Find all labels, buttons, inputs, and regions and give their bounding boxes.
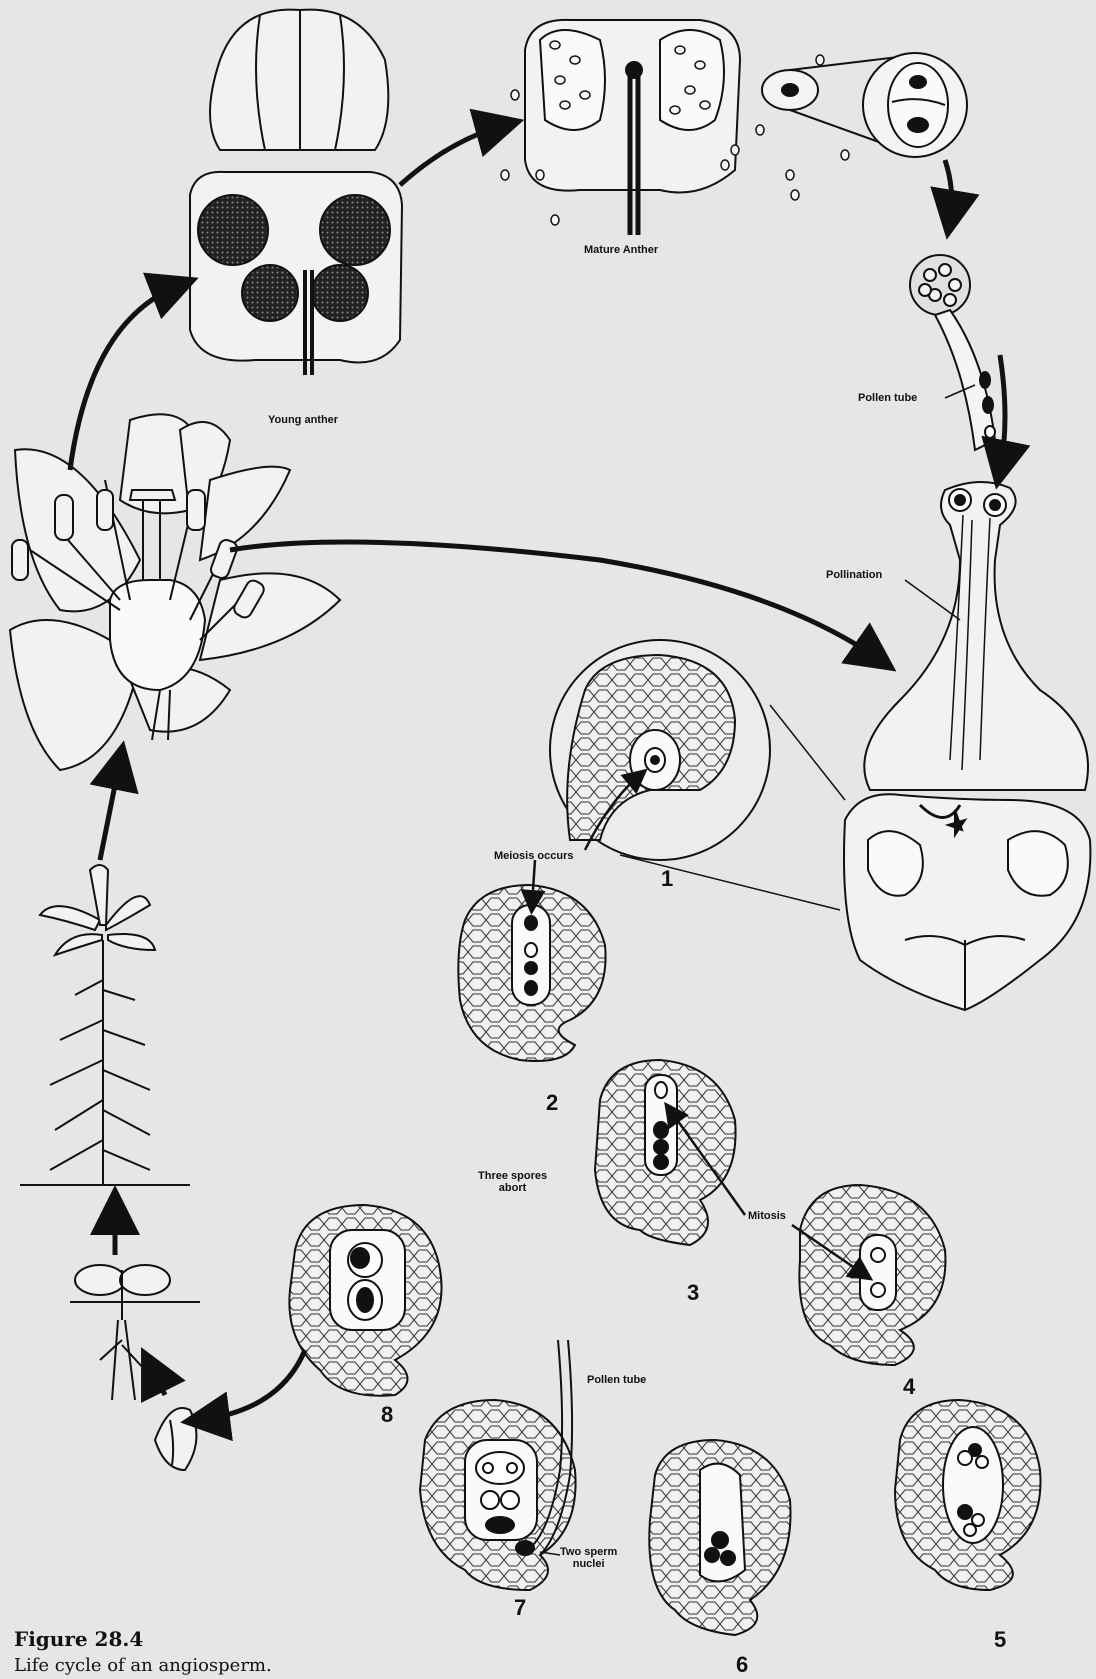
ovule-stage-8 <box>289 1205 441 1396</box>
stage-number-2: 2 <box>546 1090 558 1116</box>
flower <box>10 414 340 770</box>
stage-number-8: 8 <box>381 1402 393 1428</box>
ovule-stage-3 <box>595 1060 736 1245</box>
young-anther <box>190 172 402 375</box>
label-pollination: Pollination <box>826 569 882 581</box>
label-young-anther: Young anther <box>268 414 338 426</box>
anther-bud <box>210 10 388 150</box>
ovule-stage-6 <box>649 1440 790 1635</box>
label-mature-anther: Mature Anther <box>584 244 658 256</box>
arrow-ovule-to-seed <box>200 1350 305 1420</box>
label-three-spores-abort: Three spores abort <box>478 1170 547 1194</box>
stage-number-1: 1 <box>661 866 673 892</box>
pollen-grain-magnified <box>762 53 967 157</box>
stage-number-7: 7 <box>514 1595 526 1621</box>
pistil <box>844 482 1090 1010</box>
stage-number-4: 4 <box>903 1374 915 1400</box>
label-two-sperm-nuclei: Two sperm nuclei <box>560 1546 617 1570</box>
germinating-pollen-grain <box>910 255 995 450</box>
label-pollen-tube-top: Pollen tube <box>858 392 917 404</box>
label-mitosis: Mitosis <box>748 1210 786 1222</box>
label-meiosis-occurs: Meiosis occurs <box>494 850 573 862</box>
seed <box>155 1408 196 1470</box>
ovule-stage-5 <box>895 1400 1041 1590</box>
arrow-plant-to-flower <box>100 760 120 860</box>
ovule-stage-1-magnified <box>550 640 845 910</box>
ovule-stage-2 <box>458 885 605 1061</box>
figure-caption-text: Life cycle of an angiosperm. <box>14 1655 272 1676</box>
figure-caption-title: Figure 28.4 <box>14 1627 143 1651</box>
arrow-magnified-to-germinating <box>945 160 952 220</box>
label-pollen-tube-bottom: Pollen tube <box>587 1374 646 1386</box>
stage-number-3: 3 <box>687 1280 699 1306</box>
mature-anther <box>525 20 740 235</box>
arrow-pollen-tube-to-stigma <box>1000 355 1005 470</box>
stage-number-6: 6 <box>736 1652 748 1678</box>
stage-number-5: 5 <box>994 1627 1006 1653</box>
seedling <box>70 1265 200 1400</box>
mature-plant <box>20 865 190 1185</box>
ovule-stage-7 <box>420 1340 576 1590</box>
arrow-young-to-mature-anther <box>400 125 505 185</box>
ovule-stage-4 <box>799 1185 945 1365</box>
arrow-seed-to-seedling <box>150 1365 165 1395</box>
